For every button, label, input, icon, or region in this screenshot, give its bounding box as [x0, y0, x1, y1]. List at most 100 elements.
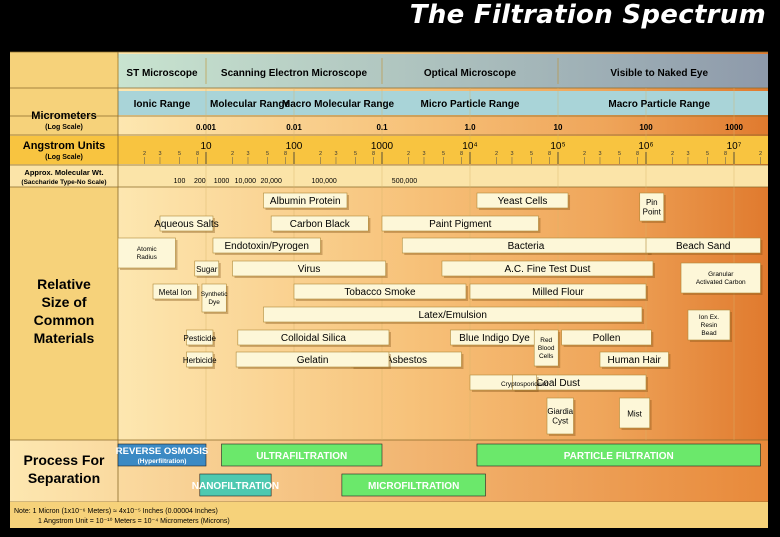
material-label: Radius — [137, 254, 158, 261]
angstrom-minor-label: 2 — [407, 151, 410, 157]
process-bar — [476, 443, 761, 467]
material-label: Endotoxin/Pyrogen — [224, 241, 309, 252]
material-box — [469, 283, 647, 300]
mw-label: 20,000 — [260, 178, 282, 185]
material-box — [476, 192, 569, 209]
angstrom-minor-label: 2 — [143, 151, 146, 157]
angstrom-minor-label: 2 — [495, 151, 498, 157]
micrometer-tick-label: 10 — [554, 123, 563, 132]
angstrom-minor-label: 5 — [530, 151, 533, 157]
material-label: Synthetic — [201, 291, 228, 298]
material-box — [441, 260, 654, 277]
material-label: Blood — [538, 345, 555, 352]
label-angstrom: Angstrom Units — [23, 140, 106, 152]
material-box — [381, 215, 539, 232]
label-micrometers-sub: (Log Scale) — [45, 124, 83, 131]
material-label: Virus — [298, 264, 321, 275]
label-relative-1: Relative — [37, 276, 91, 292]
material-label: Paint Pigment — [429, 219, 491, 230]
mw-label: 200 — [194, 178, 206, 185]
material-label: Red — [540, 337, 552, 344]
angstrom-minor-label: 3 — [158, 151, 161, 157]
angstrom-minor-label: 3 — [510, 151, 513, 157]
material-box — [201, 283, 227, 313]
material-box — [152, 283, 198, 300]
microscope-band — [118, 54, 768, 88]
material-label: Asbestos — [386, 355, 427, 366]
material-box — [237, 329, 390, 346]
material-label: Atomic — [137, 246, 158, 253]
microscope-label: ST Microscope — [126, 68, 198, 79]
label-process-2: Separation — [28, 470, 100, 486]
material-label: Blue Indigo Dye — [459, 333, 530, 344]
angstrom-tick-label: 10⁴ — [462, 141, 477, 152]
material-label: Cyst — [552, 416, 569, 425]
micrometer-tick-label: 1.0 — [464, 123, 476, 132]
angstrom-minor-label: 3 — [686, 151, 689, 157]
angstrom-tick-label: 1000 — [371, 141, 394, 152]
angstrom-tick-label: 10⁶ — [638, 141, 653, 152]
angstrom-minor-label: 5 — [706, 151, 709, 157]
angstrom-minor-label: 8 — [196, 151, 199, 157]
range-label: Macro Molecular Range — [282, 99, 395, 110]
material-box — [645, 237, 761, 254]
material-label: Latex/Emulsion — [419, 310, 487, 321]
material-label: Beach Sand — [676, 241, 731, 252]
mw-label: 100,000 — [311, 178, 336, 185]
angstrom-minor-label: 2 — [759, 151, 762, 157]
material-box — [159, 215, 214, 232]
material-box — [235, 351, 390, 368]
micrometer-tick-label: 0.1 — [376, 123, 388, 132]
angstrom-minor-label: 3 — [246, 151, 249, 157]
angstrom-tick-label: 10⁵ — [550, 141, 565, 152]
material-label: Granular — [708, 271, 734, 278]
material-label: Bacteria — [508, 241, 545, 252]
process-label: PARTICLE FILTRATION — [564, 451, 674, 462]
material-label: Colloidal Silica — [281, 333, 346, 344]
plot-background — [118, 52, 768, 502]
process-bar — [341, 473, 486, 497]
angstrom-minor-label: 2 — [671, 151, 674, 157]
ghost-header — [40, 4, 49, 32]
material-box — [263, 306, 643, 323]
process-label: REVERSE OSMOSIS — [116, 446, 208, 457]
material-box — [263, 192, 348, 209]
angstrom-minor-label: 5 — [354, 151, 357, 157]
footnote-line-1: Note: 1 Micron (1x10⁻⁶ Meters) ≈ 4x10⁻⁵ … — [14, 508, 218, 515]
angstrom-minor-label: 8 — [284, 151, 287, 157]
material-box — [561, 329, 652, 346]
angstrom-tick-label: 100 — [286, 141, 303, 152]
material-label: Metal Ion — [159, 288, 192, 297]
material-label: Activated Carbon — [696, 279, 746, 286]
material-box — [599, 351, 669, 368]
microscope-label: Optical Microscope — [424, 68, 517, 79]
material-label: Pin — [646, 198, 658, 207]
material-label: Pesticide — [183, 334, 216, 343]
material-box — [533, 329, 559, 367]
footnote-line-2: 1 Angstrom Unit = 10⁻¹⁰ Meters = 10⁻⁴ Mi… — [38, 517, 230, 525]
angstrom-minor-label: 5 — [178, 151, 181, 157]
micrometer-tick-label: 0.001 — [196, 123, 217, 132]
label-micrometers: Micrometers — [31, 110, 96, 122]
process-label: MICROFILTRATION — [368, 481, 459, 492]
label-mw-sub: (Saccharide Type-No Scale) — [21, 179, 106, 186]
material-label: Milled Flour — [532, 287, 584, 298]
process-bar — [117, 443, 207, 467]
material-label: Dye — [208, 299, 220, 306]
mw-band — [10, 165, 768, 187]
material-box — [186, 329, 214, 346]
range-label: Micro Particle Range — [421, 99, 520, 110]
angstrom-minor-label: 2 — [583, 151, 586, 157]
mw-label: 500,000 — [392, 178, 417, 185]
angstrom-minor-label: 2 — [319, 151, 322, 157]
angstrom-minor-label: 8 — [372, 151, 375, 157]
material-box — [270, 215, 369, 232]
material-label: Resin — [701, 322, 718, 329]
material-label: Cryptosporidium — [501, 381, 548, 388]
material-box — [512, 374, 537, 391]
angstrom-tick-label: 10⁷ — [727, 141, 742, 152]
process-bar — [221, 443, 383, 467]
material-box — [687, 309, 731, 341]
material-label: Gelatin — [297, 355, 329, 366]
